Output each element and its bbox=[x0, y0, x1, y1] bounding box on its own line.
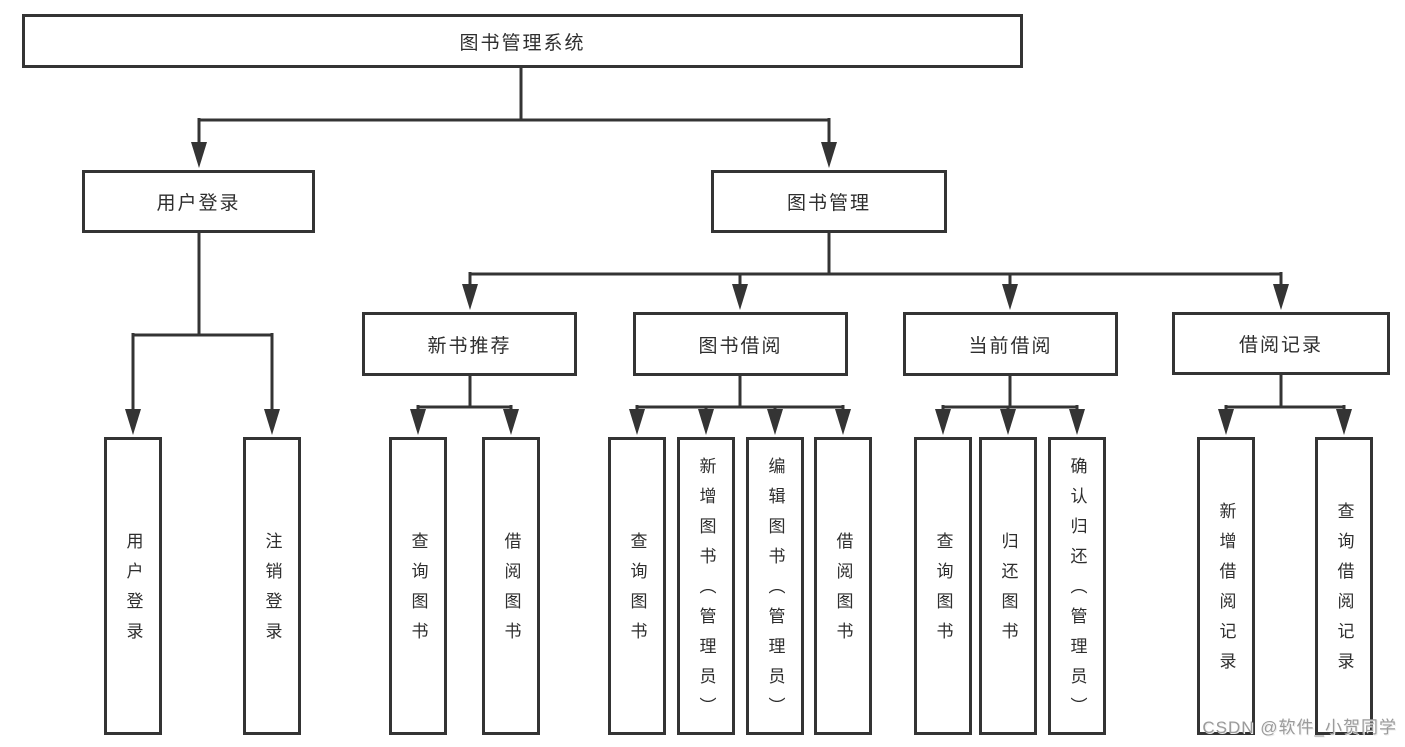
arrowhead bbox=[1002, 284, 1018, 310]
node-leaf-logout: 注销登录 bbox=[243, 437, 301, 735]
node-leaf-query-books-current: 查询图书 bbox=[914, 437, 972, 735]
arrowheads-new-book-rec bbox=[410, 409, 519, 435]
arrowheads-user-login bbox=[125, 409, 280, 435]
node-leaf-return-book-label: 归还图书 bbox=[998, 532, 1018, 652]
node-leaf-query-borrow-record-label: 查询借阅记录 bbox=[1334, 502, 1354, 682]
node-borrow-records: 借阅记录 bbox=[1172, 312, 1390, 375]
connector-user-login-to-leaves bbox=[131, 233, 274, 411]
node-leaf-confirm-return-admin-label: 确认归还（管理员） bbox=[1067, 457, 1087, 727]
node-book-management: 图书管理 bbox=[711, 170, 947, 233]
arrowhead bbox=[1000, 409, 1016, 435]
arrowhead bbox=[462, 284, 478, 310]
node-leaf-user-login-label: 用户登录 bbox=[123, 532, 143, 652]
node-leaf-add-borrow-record: 新增借阅记录 bbox=[1197, 437, 1255, 735]
arrowheads-borrow-record bbox=[1218, 409, 1352, 435]
arrowhead bbox=[503, 409, 519, 435]
arrowhead bbox=[835, 409, 851, 435]
arrowhead bbox=[935, 409, 951, 435]
node-new-book-recommend: 新书推荐 bbox=[362, 312, 577, 376]
node-borrow-records-label: 借阅记录 bbox=[1238, 335, 1323, 356]
node-leaf-query-books-current-label: 查询图书 bbox=[933, 532, 953, 652]
node-root: 图书管理系统 bbox=[22, 14, 1023, 68]
arrowheads-current-borrow bbox=[935, 409, 1085, 435]
node-book-borrow: 图书借阅 bbox=[633, 312, 848, 376]
node-leaf-add-book-admin-label: 新增图书（管理员） bbox=[696, 457, 716, 727]
node-leaf-confirm-return-admin: 确认归还（管理员） bbox=[1048, 437, 1106, 735]
node-leaf-borrow-books-label: 借阅图书 bbox=[833, 532, 853, 652]
node-leaf-borrow-books: 借阅图书 bbox=[814, 437, 872, 735]
node-leaf-borrow-books-recommend: 借阅图书 bbox=[482, 437, 540, 735]
node-leaf-edit-book-admin: 编辑图书（管理员） bbox=[746, 437, 804, 735]
node-leaf-borrow-books-recommend-label: 借阅图书 bbox=[501, 532, 521, 652]
node-leaf-add-borrow-record-label: 新增借阅记录 bbox=[1216, 502, 1236, 682]
connector-borrow-record-to-leaves bbox=[1224, 375, 1346, 411]
node-leaf-query-books-recommend: 查询图书 bbox=[389, 437, 447, 735]
arrowheads-book-borrow bbox=[629, 409, 851, 435]
watermark: CSDN @软件_小贺同学 bbox=[1202, 718, 1397, 737]
node-leaf-query-borrow-record: 查询借阅记录 bbox=[1315, 437, 1373, 735]
node-book-management-label: 图书管理 bbox=[786, 193, 871, 214]
arrowhead bbox=[191, 142, 207, 168]
arrowheads-level2 bbox=[191, 142, 837, 168]
connector-current-borrow-to-leaves bbox=[941, 376, 1079, 411]
arrowhead bbox=[1069, 409, 1085, 435]
node-leaf-return-book: 归还图书 bbox=[979, 437, 1037, 735]
arrowhead bbox=[1218, 409, 1234, 435]
node-new-book-recommend-label: 新书推荐 bbox=[427, 335, 512, 357]
arrowhead bbox=[629, 409, 645, 435]
node-current-borrow-label: 当前借阅 bbox=[968, 335, 1053, 357]
node-leaf-logout-label: 注销登录 bbox=[262, 532, 282, 652]
arrowhead bbox=[410, 409, 426, 435]
connector-book-borrow-to-leaves bbox=[635, 376, 845, 411]
node-leaf-user-login: 用户登录 bbox=[104, 437, 162, 735]
node-leaf-query-books-borrow-label: 查询图书 bbox=[627, 532, 647, 652]
arrowhead bbox=[1273, 284, 1289, 310]
node-current-borrow: 当前借阅 bbox=[903, 312, 1118, 376]
arrowhead bbox=[264, 409, 280, 435]
arrowhead bbox=[1336, 409, 1352, 435]
node-leaf-add-book-admin: 新增图书（管理员） bbox=[677, 437, 735, 735]
arrowhead bbox=[767, 409, 783, 435]
node-book-borrow-label: 图书借阅 bbox=[698, 335, 783, 357]
connector-book-mgmt-to-level3 bbox=[468, 233, 1283, 288]
node-user-login-label: 用户登录 bbox=[156, 193, 241, 214]
node-leaf-query-books-borrow: 查询图书 bbox=[608, 437, 666, 735]
arrowhead bbox=[125, 409, 141, 435]
node-user-login: 用户登录 bbox=[82, 170, 315, 233]
arrowhead bbox=[698, 409, 714, 435]
arrowhead bbox=[821, 142, 837, 168]
node-leaf-query-books-recommend-label: 查询图书 bbox=[408, 532, 428, 652]
node-root-label: 图书管理系统 bbox=[459, 32, 586, 54]
arrowheads-level3 bbox=[462, 284, 1289, 310]
arrowhead bbox=[732, 284, 748, 310]
connector-new-book-rec-to-leaves bbox=[416, 376, 513, 411]
node-leaf-edit-book-admin-label: 编辑图书（管理员） bbox=[765, 457, 785, 727]
connector-root-to-level2 bbox=[197, 68, 831, 144]
